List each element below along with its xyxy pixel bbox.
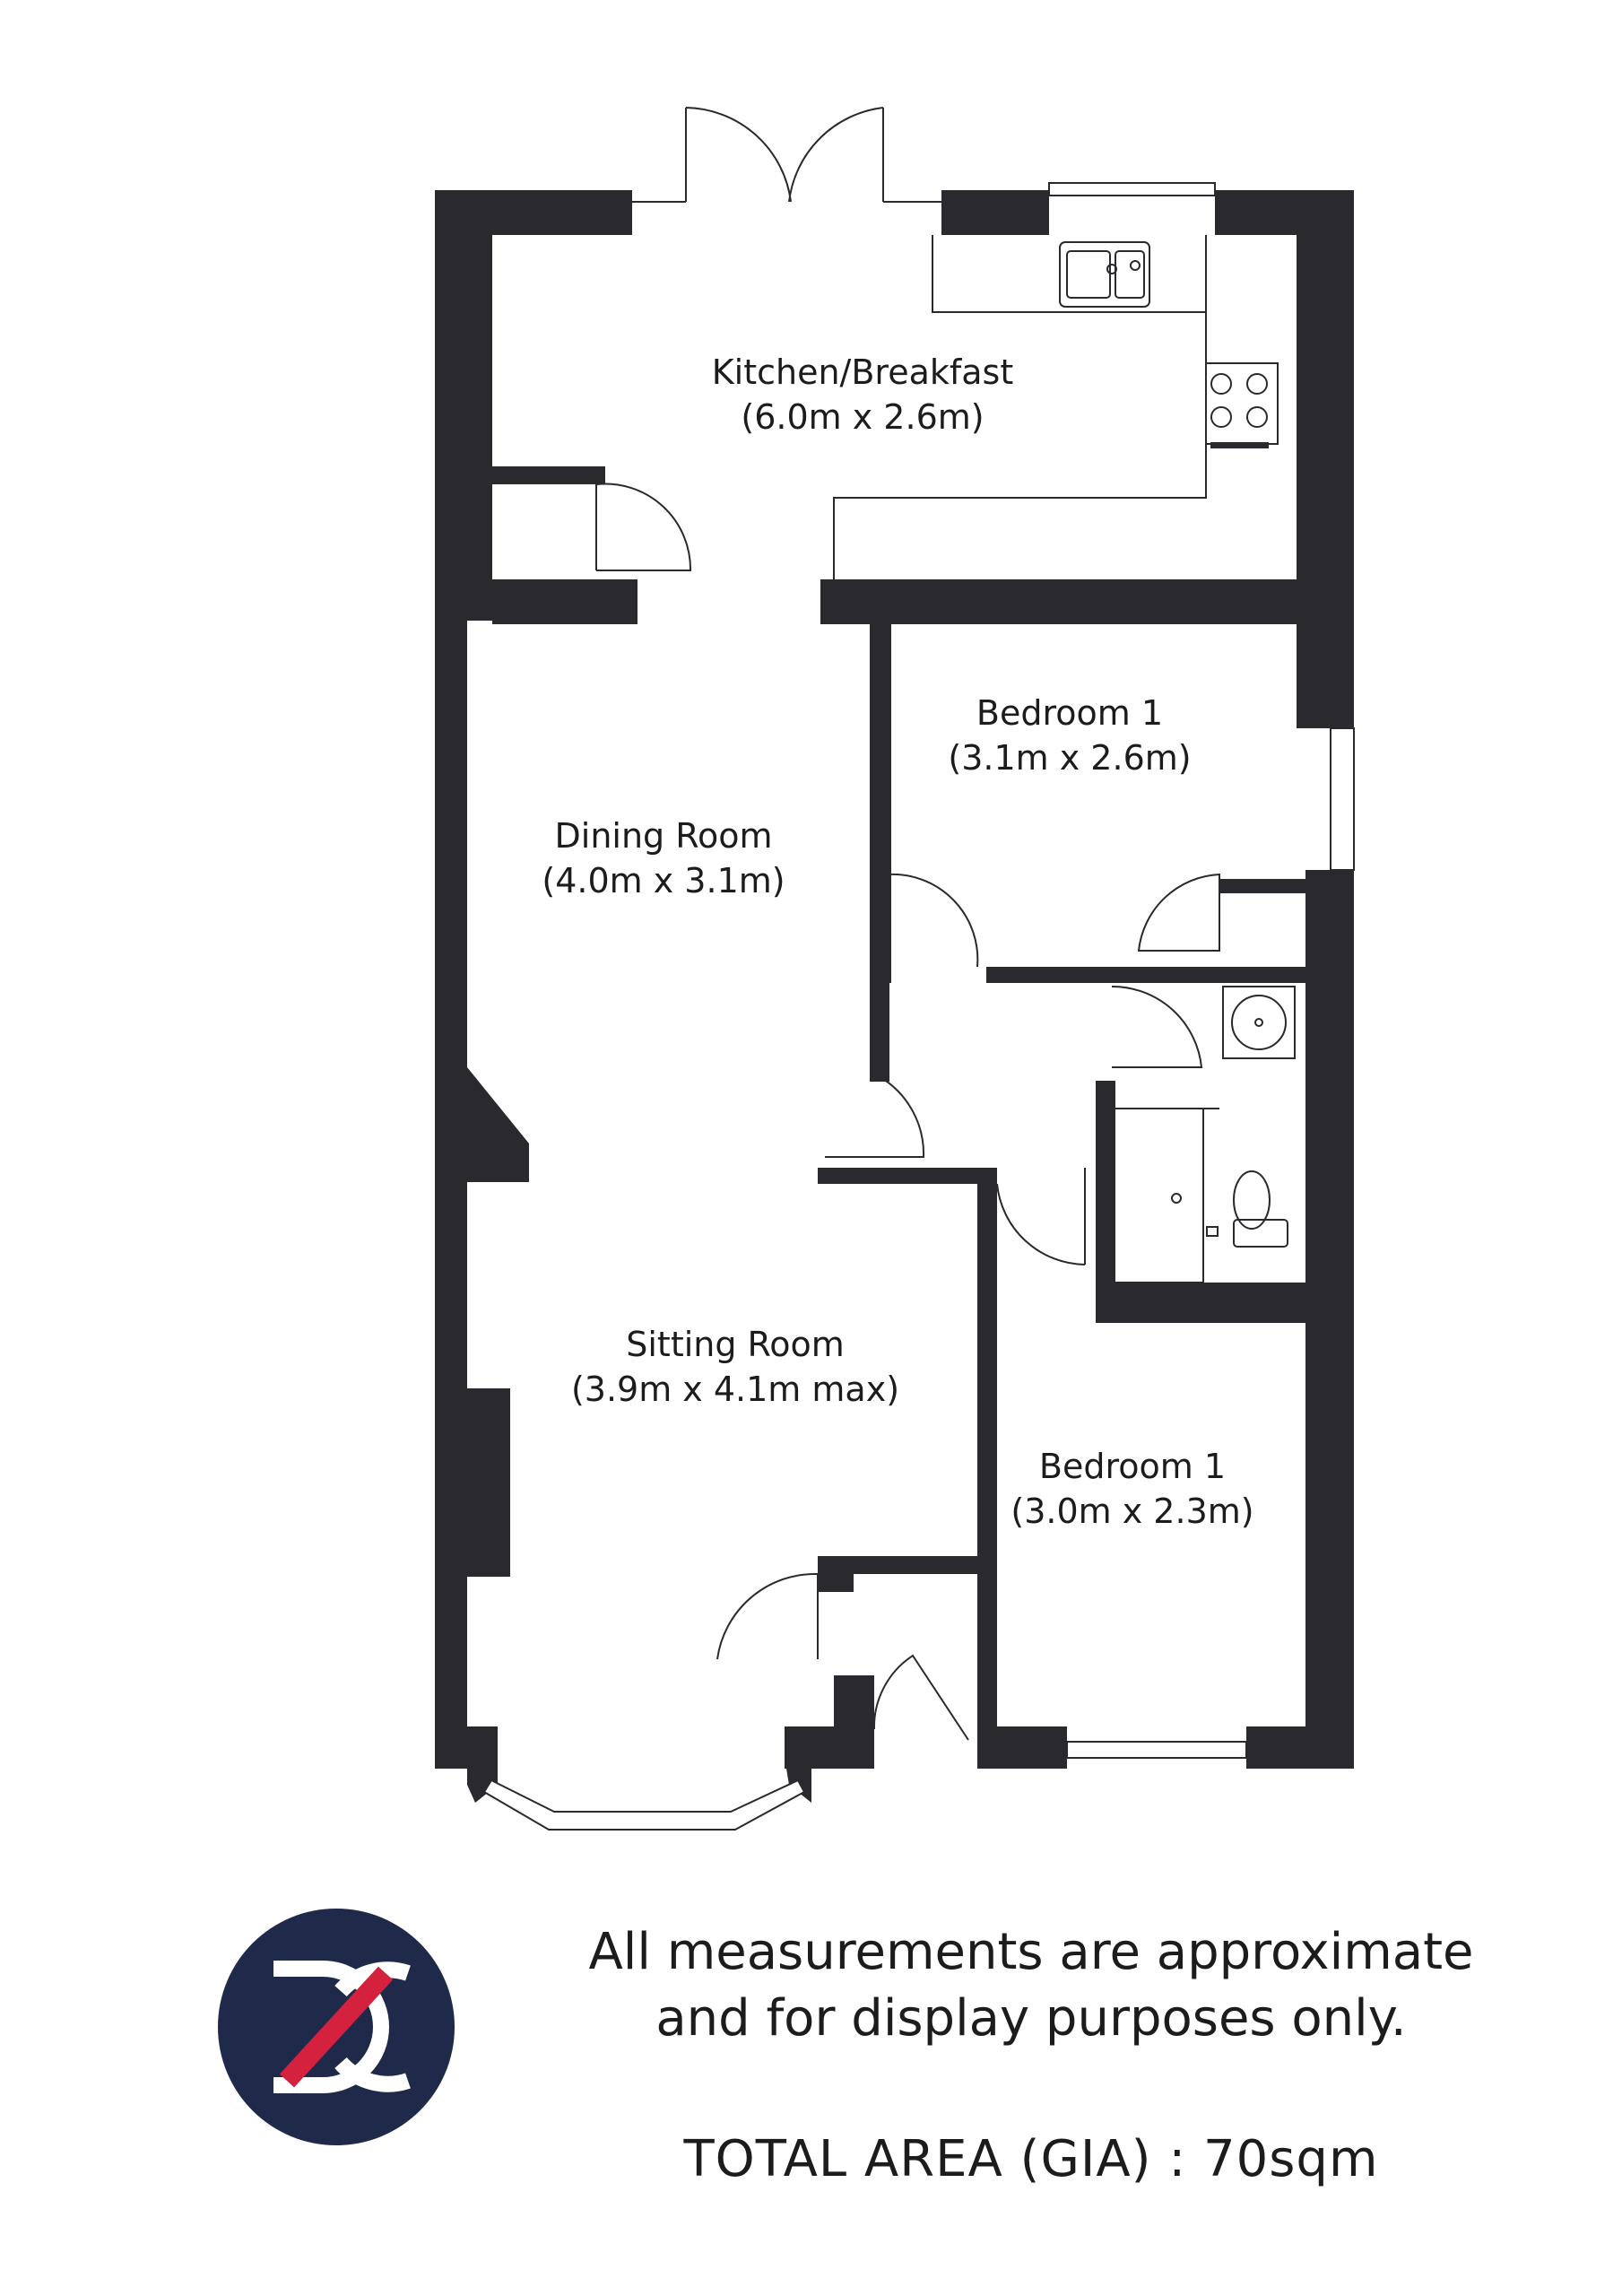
kitchen-size: (6.0m x 2.6m) bbox=[741, 397, 984, 437]
wall-bathroom-bottom bbox=[1096, 1283, 1354, 1323]
wall-entry-pier bbox=[834, 1675, 874, 1729]
wall-top-kitchen bbox=[941, 190, 1049, 235]
toilet-icon bbox=[1206, 1170, 1288, 1248]
bedroom-upper-name: Bedroom 1 bbox=[976, 693, 1163, 733]
sitting-size: (3.9m x 4.1m max) bbox=[571, 1370, 899, 1409]
window-kitchen bbox=[1048, 182, 1216, 196]
doors bbox=[595, 107, 1220, 1741]
sitting-name: Sitting Room bbox=[626, 1325, 845, 1364]
wall-top-left bbox=[435, 190, 632, 235]
chimney-breast-dining bbox=[467, 1067, 529, 1182]
kitchen-units bbox=[833, 235, 1279, 579]
total-area: TOTAL AREA (GIA) : 70sqm bbox=[683, 2130, 1379, 2188]
wall-dining-right-stub bbox=[879, 624, 891, 983]
chimney-breast-sitting bbox=[467, 1388, 510, 1577]
wall-bottom-right bbox=[1246, 1726, 1354, 1769]
wall-entry-top bbox=[818, 1556, 997, 1574]
wall-hall-top bbox=[986, 967, 1354, 983]
disclaimer-line-1: All measurements are approximate bbox=[588, 1923, 1474, 1981]
wall-right-upper bbox=[1297, 190, 1354, 728]
kitchen-name: Kitchen/Breakfast bbox=[712, 352, 1014, 392]
bedroom-upper-size: (3.1m x 2.6m) bbox=[948, 738, 1191, 778]
shower-tray-icon bbox=[1104, 1108, 1204, 1283]
bedroom-lower-size: (3.0m x 2.3m) bbox=[1010, 1492, 1253, 1531]
cupboard-wall-top bbox=[492, 466, 605, 484]
disclaimer-line-2: and for display purposes only. bbox=[655, 1989, 1407, 2048]
bedroom-lower-name: Bedroom 1 bbox=[1039, 1447, 1226, 1486]
window-bedroom-lower bbox=[1066, 1741, 1247, 1759]
hob-icon bbox=[1205, 362, 1279, 448]
windows bbox=[482, 182, 1355, 1831]
bay-window bbox=[482, 1779, 806, 1831]
dining-name: Dining Room bbox=[555, 816, 773, 856]
sink-icon bbox=[1059, 241, 1150, 308]
wall-entry-side bbox=[818, 1574, 854, 1592]
wall-left-upper bbox=[435, 190, 492, 621]
washbasin-icon bbox=[1222, 986, 1296, 1059]
window-bedroom-upper bbox=[1330, 727, 1355, 871]
wall-kitchen-bedroom bbox=[820, 579, 1354, 624]
walls bbox=[435, 190, 1354, 1803]
wall-hall-sitting bbox=[818, 1168, 997, 1184]
wall-bottom-bed2-left bbox=[977, 1726, 1067, 1769]
wall-bathroom-cupboard bbox=[1219, 879, 1305, 893]
logo-icon bbox=[218, 1909, 455, 2145]
bathroom-fixtures bbox=[1104, 986, 1296, 1283]
dining-size: (4.0m x 3.1m) bbox=[542, 861, 785, 900]
wall-left-mid bbox=[435, 621, 467, 1769]
cupboard-wall-bottom bbox=[492, 579, 638, 624]
wall-bedroom2-left bbox=[977, 1168, 997, 1769]
room-labels: Kitchen/Breakfast (6.0m x 2.6m) Dining R… bbox=[542, 352, 1253, 1531]
